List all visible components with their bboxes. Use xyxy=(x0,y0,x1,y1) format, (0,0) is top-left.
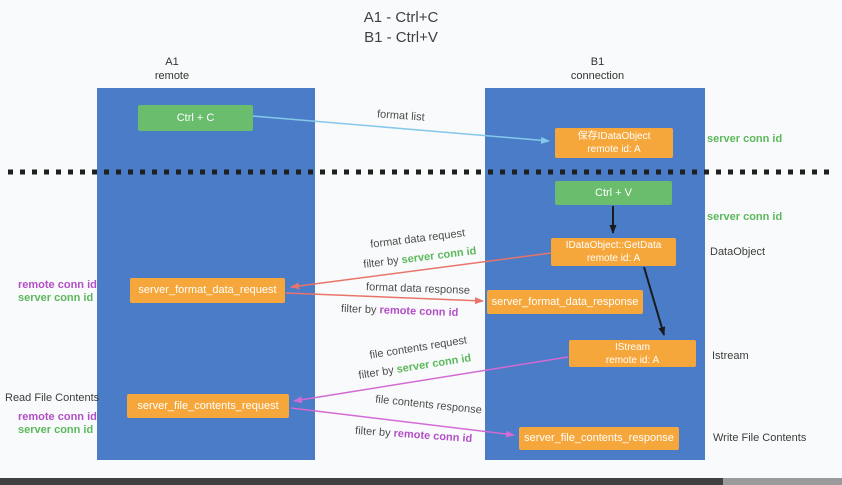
node-istream: IStream remote id: A xyxy=(569,340,696,367)
node-format-response-label: server_format_data_response xyxy=(491,295,639,308)
node-save-idataobject-line1: 保存IDataObject xyxy=(577,131,651,142)
node-ctrl-v: Ctrl + V xyxy=(555,181,672,205)
side-label-server-conn-id-mid: server conn id xyxy=(707,211,783,223)
node-file-request-label: server_file_contents_request xyxy=(137,399,279,412)
side-label-istream: Istream xyxy=(712,350,749,362)
filter-value-remote-conn-1: remote conn id xyxy=(379,304,459,320)
node-getdata-line2: remote id: A xyxy=(586,253,641,264)
filter-prefix-4: filter by xyxy=(354,424,394,440)
side-label-server-conn-id-top: server conn id xyxy=(707,133,783,145)
node-istream-line2: remote id: A xyxy=(605,354,660,366)
lane-a1-name: A1 xyxy=(165,56,179,68)
side-label-write-file-contents: Write File Contents xyxy=(713,432,807,444)
node-istream-line1: IStream xyxy=(614,341,650,353)
node-save-idataobject: 保存IDataObject remote id: A xyxy=(555,128,673,158)
node-save-idataobject-line2: remote id: A xyxy=(587,144,641,155)
filter-value-server-conn-1: server conn id xyxy=(400,245,478,267)
lane-header-b1: B1 connection xyxy=(485,55,710,83)
side-label-server-conn-id-left-2: server conn id xyxy=(18,424,94,436)
node-server-format-data-response: server_format_data_response xyxy=(487,290,643,314)
diagram-title: A1 - Ctrl+C B1 - Ctrl+V xyxy=(251,8,551,48)
arrow-label-filter-remote-conn-1: filter by remote conn id xyxy=(341,303,459,319)
node-ctrl-v-label: Ctrl + V xyxy=(595,186,632,199)
side-label-remote-conn-id-2: remote conn id xyxy=(18,411,97,423)
node-ctrl-c-label: Ctrl + C xyxy=(176,111,215,124)
side-label-remote-conn-id-1: remote conn id xyxy=(18,279,97,291)
lane-header-a1: A1 remote xyxy=(97,55,247,83)
arrow-label-filter-remote-conn-2: filter by remote conn id xyxy=(355,425,473,445)
node-format-request-label: server_format_data_request xyxy=(138,284,277,296)
arrow-label-format-data-response: format data response xyxy=(365,281,471,297)
node-server-file-contents-request: server_file_contents_request xyxy=(127,394,289,418)
node-server-format-data-request: server_format_data_request xyxy=(130,278,285,303)
side-label-dataobject: DataObject xyxy=(710,246,766,258)
title-line-2: B1 - Ctrl+V xyxy=(364,29,438,46)
node-file-response-label: server_file_contents_response xyxy=(524,432,674,444)
node-server-file-contents-response: server_file_contents_response xyxy=(519,427,679,450)
bottom-bar-light xyxy=(723,478,842,485)
side-label-server-conn-id-left-1: server conn id xyxy=(18,292,94,304)
arrow-label-format-list: format list xyxy=(376,108,426,124)
node-getdata-line1: IDataObject::GetData xyxy=(565,240,662,251)
bottom-bar-dark xyxy=(0,478,723,485)
lane-a1-role: remote xyxy=(154,70,190,82)
lane-b1-role: connection xyxy=(570,70,625,82)
node-idataobject-getdata: IDataObject::GetData remote id: A xyxy=(551,238,676,266)
filter-value-remote-conn-2: remote conn id xyxy=(393,427,473,446)
arrow-label-file-contents-response: file contents response xyxy=(374,393,483,417)
filter-prefix-1: filter by xyxy=(362,254,403,271)
lane-b1-name: B1 xyxy=(590,56,605,68)
side-label-read-file-contents: Read File Contents xyxy=(5,392,100,404)
title-line-1: A1 - Ctrl+C xyxy=(363,9,439,26)
filter-prefix-2: filter by xyxy=(340,302,380,317)
node-ctrl-c: Ctrl + C xyxy=(138,105,253,131)
filter-prefix-3: filter by xyxy=(357,363,398,382)
